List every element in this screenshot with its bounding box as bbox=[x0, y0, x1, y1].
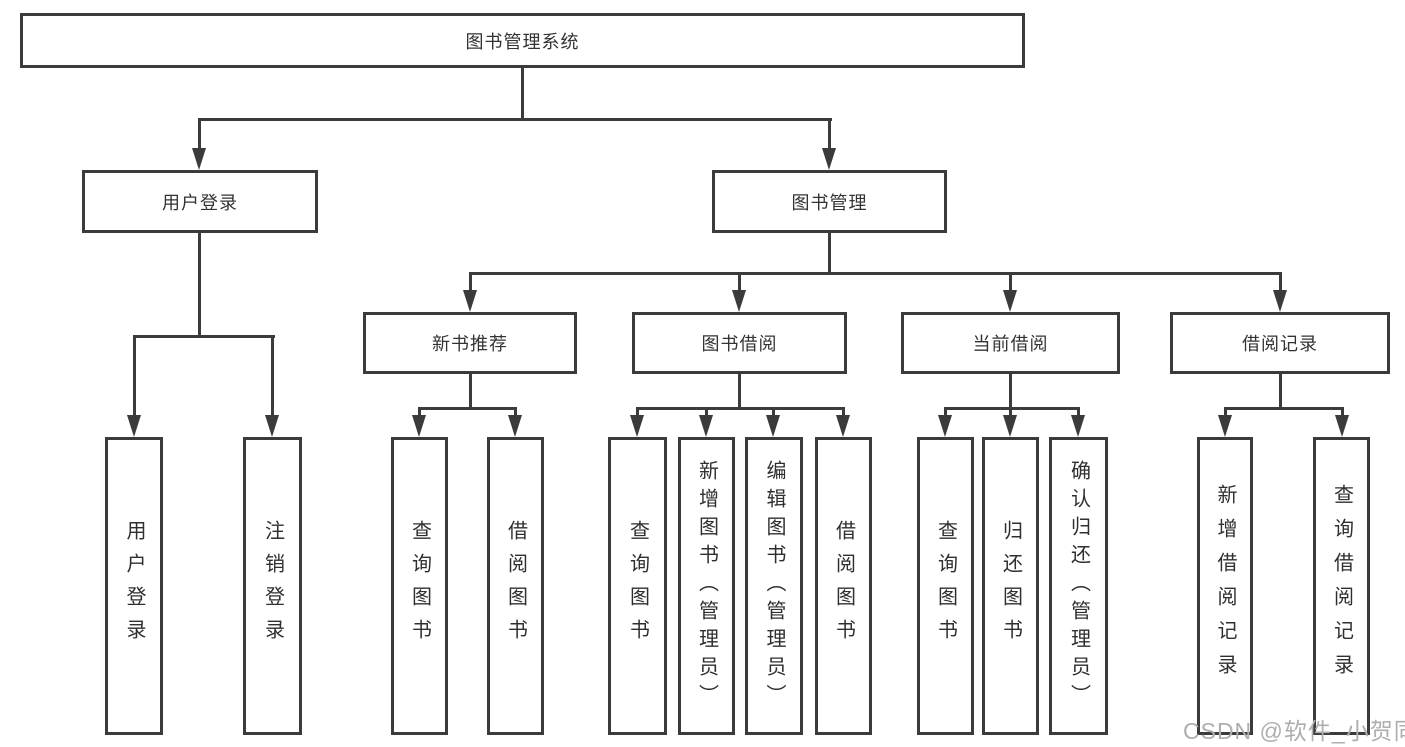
connector-line bbox=[133, 335, 136, 417]
arrow-down-icon bbox=[1218, 415, 1232, 437]
node-book-management-label: 图书管理 bbox=[791, 192, 868, 213]
node-borrow-query-books-label: 查询图书 bbox=[626, 520, 649, 652]
node-new-book-recommend: 新书推荐 bbox=[363, 312, 577, 374]
connector-line bbox=[1077, 407, 1080, 417]
connector-line bbox=[1224, 407, 1343, 410]
node-return-book: 归还图书 bbox=[982, 437, 1039, 735]
connector-line bbox=[944, 407, 947, 417]
node-recommend-borrow-books: 借阅图书 bbox=[487, 437, 544, 735]
node-query-borrow-record: 查询借阅记录 bbox=[1313, 437, 1370, 735]
arrow-down-icon bbox=[732, 290, 746, 312]
node-current-query-books: 查询图书 bbox=[917, 437, 974, 735]
node-current-query-books-label: 查询图书 bbox=[934, 520, 957, 652]
node-return-book-label: 归还图书 bbox=[999, 520, 1022, 652]
connector-line bbox=[944, 407, 1080, 410]
connector-line bbox=[772, 407, 775, 417]
node-add-borrow-record-label: 新增借阅记录 bbox=[1214, 484, 1236, 688]
node-user-login-label: 用户登录 bbox=[162, 192, 238, 213]
node-borrow-query-books: 查询图书 bbox=[608, 437, 667, 735]
arrow-down-icon bbox=[1335, 415, 1349, 437]
arrow-down-icon bbox=[508, 415, 522, 437]
node-recommend-query-books-label: 查询图书 bbox=[408, 520, 431, 652]
connector-line bbox=[514, 407, 517, 417]
node-add-book-admin-label: 新增图书（管理员） bbox=[695, 460, 718, 712]
connector-line bbox=[198, 118, 201, 150]
arrow-down-icon bbox=[630, 415, 644, 437]
node-add-borrow-record: 新增借阅记录 bbox=[1197, 437, 1253, 735]
node-borrow-records: 借阅记录 bbox=[1170, 312, 1390, 374]
connector-line bbox=[418, 407, 517, 410]
arrow-down-icon bbox=[836, 415, 850, 437]
connector-line bbox=[133, 335, 275, 338]
node-logout: 注销登录 bbox=[243, 437, 302, 735]
arrow-down-icon bbox=[412, 415, 426, 437]
connector-line bbox=[636, 407, 845, 410]
arrow-down-icon bbox=[192, 148, 206, 170]
connector-line bbox=[738, 374, 741, 407]
arrow-down-icon bbox=[1003, 415, 1017, 437]
node-edit-book-admin: 编辑图书（管理员） bbox=[745, 437, 803, 735]
connector-line bbox=[705, 407, 708, 417]
arrow-down-icon bbox=[1003, 290, 1017, 312]
arrow-down-icon bbox=[265, 415, 279, 437]
arrow-down-icon bbox=[127, 415, 141, 437]
connector-line bbox=[1341, 407, 1344, 417]
node-logout-label: 注销登录 bbox=[261, 520, 284, 652]
connector-line bbox=[842, 407, 845, 417]
node-user-login-leaf: 用户登录 bbox=[105, 437, 163, 735]
connector-line bbox=[469, 374, 472, 407]
node-borrow-borrow-books-label: 借阅图书 bbox=[832, 520, 855, 652]
node-user-login-leaf-label: 用户登录 bbox=[123, 520, 145, 652]
node-confirm-return-admin-label: 确认归还（管理员） bbox=[1067, 460, 1090, 712]
node-user-login: 用户登录 bbox=[82, 170, 318, 233]
arrow-down-icon bbox=[699, 415, 713, 437]
connector-line bbox=[1009, 272, 1012, 294]
node-borrow-borrow-books: 借阅图书 bbox=[815, 437, 872, 735]
arrow-down-icon bbox=[463, 290, 477, 312]
connector-line bbox=[469, 272, 1282, 275]
node-confirm-return-admin: 确认归还（管理员） bbox=[1049, 437, 1108, 735]
connector-line bbox=[418, 407, 421, 417]
node-library-system-label: 图书管理系统 bbox=[465, 31, 580, 52]
node-book-borrow: 图书借阅 bbox=[632, 312, 847, 374]
node-current-borrow: 当前借阅 bbox=[901, 312, 1120, 374]
connector-line bbox=[469, 272, 472, 294]
arrow-down-icon bbox=[766, 415, 780, 437]
connector-line bbox=[1009, 374, 1012, 407]
node-borrow-records-label: 借阅记录 bbox=[1242, 334, 1318, 354]
watermark: CSDN @软件_小贺同学 bbox=[1183, 718, 1405, 744]
node-recommend-query-books: 查询图书 bbox=[391, 437, 448, 735]
connector-line bbox=[1009, 407, 1012, 417]
connector-line bbox=[1279, 272, 1282, 294]
node-library-system: 图书管理系统 bbox=[20, 13, 1025, 68]
node-new-book-recommend-label: 新书推荐 bbox=[432, 334, 508, 354]
connector-line bbox=[1279, 374, 1282, 407]
connector-line bbox=[828, 118, 831, 150]
connector-line bbox=[738, 272, 741, 294]
node-current-borrow-label: 当前借阅 bbox=[972, 334, 1049, 354]
connector-line bbox=[198, 118, 832, 121]
connector-line bbox=[828, 233, 831, 272]
connector-line bbox=[521, 68, 524, 118]
connector-line bbox=[1224, 407, 1227, 417]
node-edit-book-admin-label: 编辑图书（管理员） bbox=[763, 460, 785, 712]
arrow-down-icon bbox=[938, 415, 952, 437]
node-query-borrow-record-label: 查询借阅记录 bbox=[1330, 484, 1353, 688]
node-recommend-borrow-books-label: 借阅图书 bbox=[504, 520, 527, 652]
node-book-management: 图书管理 bbox=[712, 170, 947, 233]
node-add-book-admin: 新增图书（管理员） bbox=[678, 437, 735, 735]
arrow-down-icon bbox=[1273, 290, 1287, 312]
connector-line bbox=[198, 233, 201, 335]
node-book-borrow-label: 图书借阅 bbox=[701, 334, 778, 354]
arrow-down-icon bbox=[822, 148, 836, 170]
arrow-down-icon bbox=[1071, 415, 1085, 437]
connector-line bbox=[636, 407, 639, 417]
connector-line bbox=[271, 335, 274, 417]
